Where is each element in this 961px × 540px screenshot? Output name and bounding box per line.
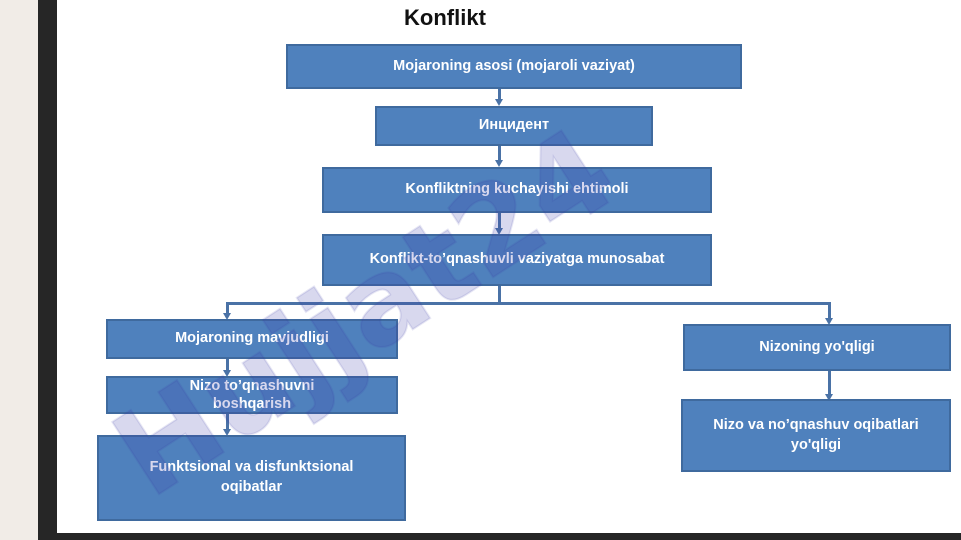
connector-split-exists xyxy=(226,302,229,314)
connector-attitude-split xyxy=(498,285,501,303)
arrowhead-no-consequences xyxy=(825,394,833,401)
connector-incident-escalation xyxy=(498,145,501,161)
connector-exists-manage xyxy=(226,358,229,371)
slide-margin xyxy=(0,0,38,540)
connector-basis-incident xyxy=(498,88,501,100)
diagram-title: Konflikt xyxy=(404,5,486,30)
arrowhead-manage xyxy=(223,370,231,377)
connector-split-absent xyxy=(828,302,831,319)
arrowhead-consequences xyxy=(223,429,231,436)
arrowhead-escalation xyxy=(495,160,503,167)
node-consequences: Funktsional va disfunktsional oqibatlar xyxy=(97,435,406,521)
arrowhead-exists xyxy=(223,313,231,320)
node-conflict-basis: Mojaroning asosi (mojaroli vaziyat) xyxy=(286,44,742,89)
slide-left-border xyxy=(38,0,57,540)
connector-horizontal-split xyxy=(226,302,831,305)
node-no-consequences: Nizo va no’qnashuv oqibatlari yo'qligi xyxy=(681,399,951,472)
arrowhead-incident xyxy=(495,99,503,106)
connector-absent-no-consequences xyxy=(828,370,831,395)
node-incident: Инцидент xyxy=(375,106,653,146)
node-conflict-absent: Nizoning yo'qligi xyxy=(683,324,951,371)
arrowhead-absent xyxy=(825,318,833,325)
node-conflict-exists: Mojaroning mavjudligi xyxy=(106,319,398,359)
connector-escalation-attitude xyxy=(498,212,501,229)
node-attitude: Konflikt-to’qnashuvli vaziyatga munosaba… xyxy=(322,234,712,286)
node-conflict-management: Nizo to’qnashuvni boshqarish xyxy=(106,376,398,414)
arrowhead-attitude xyxy=(495,228,503,235)
slide-bottom-border xyxy=(38,533,961,540)
node-escalation: Konfliktning kuchayishi ehtimoli xyxy=(322,167,712,213)
connector-manage-consequences xyxy=(226,413,229,430)
